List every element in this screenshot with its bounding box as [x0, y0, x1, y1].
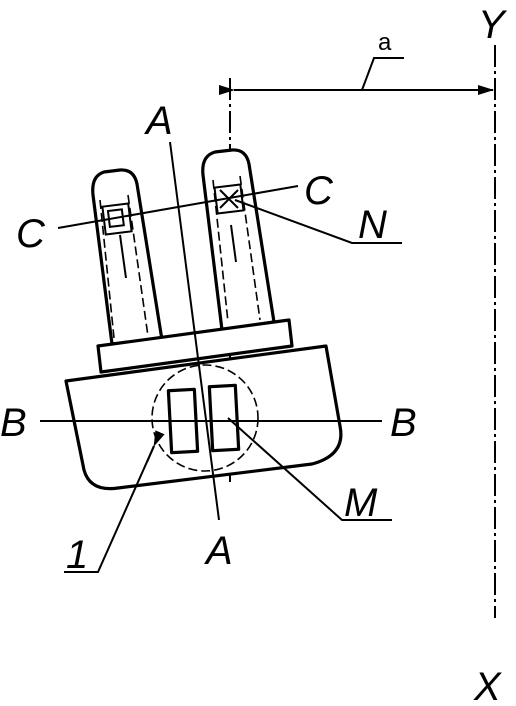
- axis-c-line: [57, 185, 299, 229]
- label-point-m: M: [344, 481, 378, 525]
- label-axis-a-bottom: A: [204, 529, 233, 573]
- leader-m: [227, 417, 392, 521]
- right-contact: [207, 383, 241, 453]
- label-axis-b-left: B: [0, 401, 27, 445]
- plug-collar: [96, 318, 294, 374]
- label-axis-b-right: B: [390, 401, 417, 445]
- contact-region-circle: [151, 364, 259, 472]
- label-dimension-a: a: [378, 29, 392, 56]
- right-pin: [201, 148, 276, 332]
- leader-n: [234, 199, 402, 244]
- leader-1: [64, 445, 155, 573]
- label-axis-c-right: C: [304, 169, 334, 213]
- dimension-leader-a: [361, 57, 404, 91]
- axis-a-line: [169, 141, 220, 521]
- plug-body: [64, 344, 343, 491]
- left-pin: [91, 168, 164, 346]
- label-axis-a-top: A: [144, 99, 173, 143]
- label-axis-c-left: C: [16, 212, 46, 256]
- label-x-axis: X: [473, 665, 502, 706]
- label-y-axis: Y: [478, 3, 508, 47]
- label-item-1: 1: [66, 533, 88, 577]
- label-point-n: N: [358, 203, 387, 247]
